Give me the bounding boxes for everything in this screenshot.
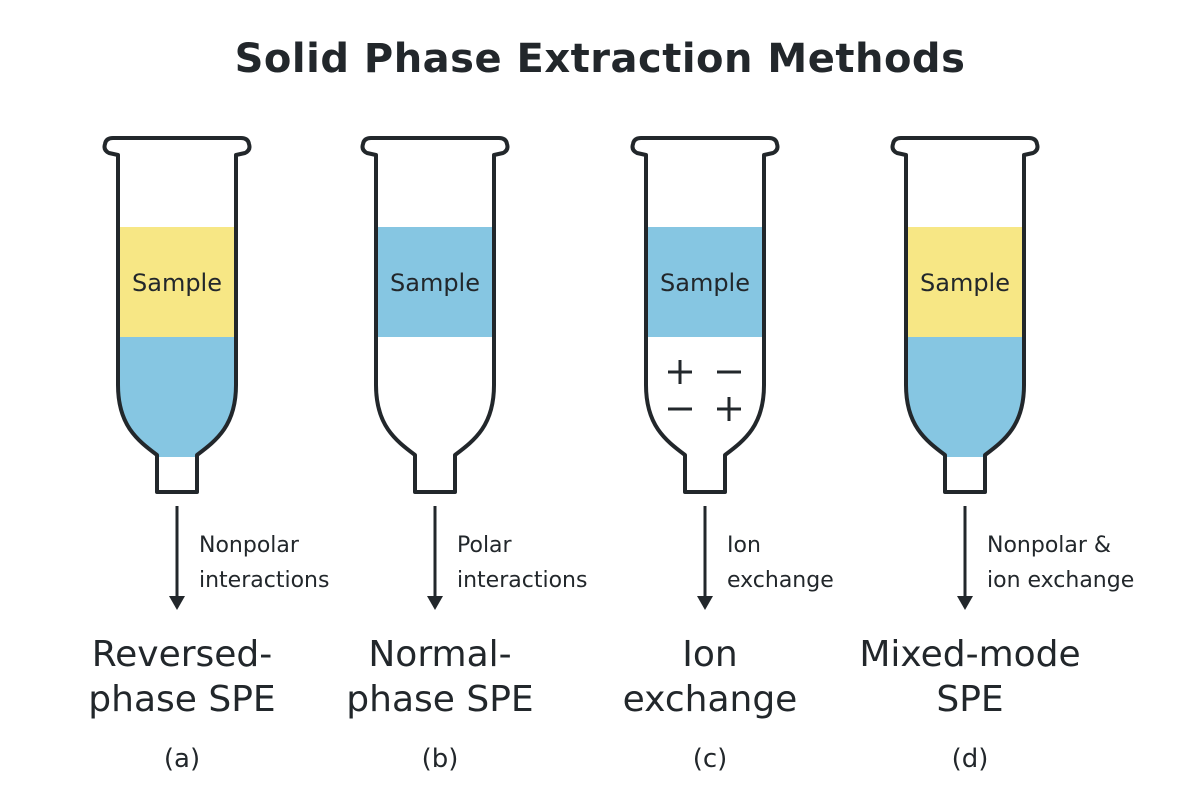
method-name-line: Normal-	[368, 634, 512, 675]
down-arrow-icon	[697, 506, 713, 610]
sorbent-layer	[906, 337, 1024, 457]
sample-label: Sample	[920, 269, 1010, 297]
panel-tag: (c)	[692, 744, 728, 774]
method-name: Reversed-phase SPE	[32, 632, 332, 722]
interaction-label: Nonpolar & ion exchange	[987, 528, 1134, 598]
down-arrow-icon	[427, 506, 443, 610]
interaction-line: Polar	[457, 533, 512, 558]
spe-cartridge: Sample	[360, 136, 510, 494]
panel-tag: (a)	[163, 744, 201, 774]
interaction-line: interactions	[457, 568, 588, 593]
spe-cartridge: Sample	[630, 136, 780, 494]
spe-cartridge: Sample	[102, 136, 252, 494]
spe-cartridge: Sample	[890, 136, 1040, 494]
interaction-label: Ion exchange	[727, 528, 834, 598]
interaction-line: ion exchange	[987, 568, 1135, 593]
sorbent-layer	[118, 337, 236, 457]
interaction-line: Nonpolar	[199, 533, 299, 558]
cartridge-outline	[360, 136, 510, 494]
sample-label: Sample	[132, 269, 222, 297]
sample-label: Sample	[390, 269, 480, 297]
sample-layer	[118, 227, 236, 337]
method-name: Normal-phase SPE	[290, 632, 590, 722]
method-name-line: Ion	[682, 634, 738, 675]
panel-tag: (d)	[951, 744, 989, 774]
method-name-line: Reversed-	[91, 634, 273, 675]
down-arrow-icon	[957, 506, 973, 610]
down-arrow-icon	[169, 506, 185, 610]
method-name-line: SPE	[936, 679, 1004, 720]
sample-layer	[906, 227, 1024, 337]
interaction-line: Ion	[727, 533, 761, 558]
interaction-line: Nonpolar &	[987, 533, 1112, 558]
diagram-title: Solid Phase Extraction Methods	[234, 36, 966, 82]
method-name-line: Mixed-mode	[859, 634, 1081, 675]
cartridge-outline	[630, 136, 780, 494]
method-name-line: phase SPE	[88, 679, 276, 720]
sample-label: Sample	[660, 269, 750, 297]
interaction-label: Polar interactions	[457, 528, 587, 598]
method-name-line: phase SPE	[346, 679, 534, 720]
sample-layer	[646, 227, 764, 337]
interaction-label: Nonpolar interactions	[199, 528, 329, 598]
ion-charges	[668, 360, 741, 421]
interaction-line: interactions	[199, 568, 330, 593]
panel-tag: (b)	[421, 744, 459, 774]
cartridge-outline	[890, 136, 1040, 494]
method-name-line: exchange	[622, 679, 798, 720]
sample-layer	[376, 227, 494, 337]
interaction-line: exchange	[727, 568, 834, 593]
cartridge-outline	[102, 136, 252, 494]
